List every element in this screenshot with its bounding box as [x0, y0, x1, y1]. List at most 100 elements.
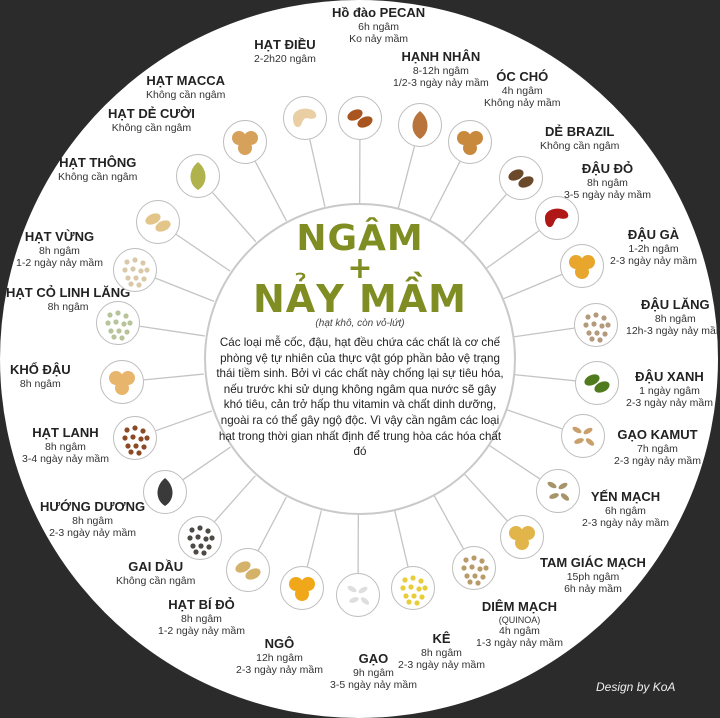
pumpkin-seed-icon — [230, 552, 266, 588]
seed-name: HẠT BÍ ĐỎ — [168, 597, 235, 612]
sprout-time: 3-5 ngày nảy mầm — [564, 189, 651, 201]
spoke-line — [182, 446, 231, 481]
seed-node — [223, 120, 267, 164]
spoke-line — [155, 277, 215, 303]
seed-name: ĐẬU XANH — [635, 369, 704, 384]
spoke-line — [502, 273, 562, 300]
seed-node — [113, 416, 157, 460]
bitter-bean-icon — [104, 364, 140, 400]
kamut-icon — [565, 418, 601, 454]
soak-time: 8h ngâm — [654, 312, 696, 325]
soak-time: 8-12h ngâm — [412, 64, 469, 77]
millet-icon — [395, 570, 431, 606]
rice-icon — [340, 577, 376, 613]
sprout-time: Không nảy mầm — [484, 97, 561, 109]
spoke-line — [214, 475, 256, 522]
mung-bean-icon — [579, 365, 615, 401]
seed-name: DẺ BRAZIL — [545, 124, 615, 139]
spoke-line — [254, 161, 288, 222]
oat-icon — [540, 473, 576, 509]
seed-node — [96, 301, 140, 345]
sprout-time: 12h-3 ngày nảy mầm — [626, 325, 720, 337]
sprout-time: 2-3 ngày nảy mầm — [626, 397, 713, 409]
seed-node — [574, 303, 618, 347]
seed-name: ÓC CHÓ — [496, 69, 549, 84]
soak-time: Không cần ngâm — [540, 139, 620, 152]
subtitle: (hạt khô, còn vỏ-lứt) — [315, 318, 405, 329]
seed-name: KHỔ ĐẬU — [10, 362, 71, 377]
spoke-line — [506, 409, 563, 430]
title-ngam: NGÂM — [296, 218, 424, 259]
seed-name: HẠT LANH — [32, 425, 99, 440]
seed-name: HẠT MACCA — [146, 73, 226, 88]
sprout-time: 1-2 ngày nảy mầm — [16, 257, 103, 269]
macadamia-icon — [227, 124, 263, 160]
soak-time: Không cần ngâm — [111, 121, 192, 134]
sprout-time: 2-3 ngày nảy mầm — [398, 659, 485, 671]
soak-time: Không cần ngâm — [116, 574, 196, 587]
buckwheat-icon — [504, 519, 540, 555]
seed-name: TAM GIÁC MẠCH — [540, 555, 646, 570]
seed-node — [283, 96, 327, 140]
seed-name: HẠNH NHÂN — [401, 49, 481, 64]
spoke-line — [429, 161, 461, 221]
seed-name-sub: (QUINOA) — [498, 614, 541, 625]
almond-icon — [402, 107, 438, 143]
seed-name: HẠT CỎ LINH LĂNG — [6, 285, 131, 300]
spoke-line — [397, 146, 416, 209]
soak-time: 8h ngâm — [181, 612, 222, 625]
sprout-time: 1/2-3 ngày nảy mầm — [393, 77, 489, 89]
soak-time: Không cần ngâm — [58, 170, 138, 183]
spoke-line — [485, 230, 540, 270]
seed-name: HẠT DẺ CƯỜI — [108, 106, 195, 121]
spoke-line — [514, 374, 576, 382]
seed-name: HẠT THÔNG — [59, 155, 137, 170]
spoke-line — [257, 496, 287, 551]
spoke-line — [433, 495, 464, 550]
sprout-time: Ko nảy mầm — [349, 33, 409, 45]
quinoa-icon — [456, 550, 492, 586]
soak-time: 4h ngâm — [499, 625, 540, 638]
seed-node — [398, 103, 442, 147]
alfalfa-seed-icon — [100, 305, 136, 341]
sesame-icon — [117, 252, 153, 288]
seed-name: DIÊM MẠCH — [481, 599, 558, 614]
title-plus: + — [347, 251, 373, 286]
seed-node — [448, 120, 492, 164]
soak-time: 8h ngâm — [45, 440, 86, 453]
seed-node — [500, 515, 544, 559]
soak-time: 8h ngâm — [72, 514, 113, 527]
seed-name: ĐẬU GÀ — [627, 227, 680, 242]
corn-icon — [284, 570, 320, 606]
hemp-seed-icon — [182, 520, 218, 556]
seed-node — [575, 361, 619, 405]
soak-time: 6h ngâm — [358, 20, 400, 33]
soak-time: 15ph ngâm — [566, 570, 620, 583]
seed-name: Hồ đào PECAN — [332, 5, 426, 20]
sprout-time: 2-3 ngày nảy mầm — [582, 517, 669, 529]
sprout-time: 2-3 ngày nảy mầm — [614, 455, 701, 467]
sprout-time: 1-2 ngày nảy mầm — [158, 625, 245, 637]
seed-node — [113, 248, 157, 292]
spoke-line — [139, 325, 205, 337]
seed-node — [535, 196, 579, 240]
lentil-icon — [578, 307, 614, 343]
seed-name: HẠT VỪNG — [24, 229, 95, 244]
sunflower-seed-icon — [147, 474, 183, 510]
soak-time: 6h ngâm — [605, 504, 646, 517]
